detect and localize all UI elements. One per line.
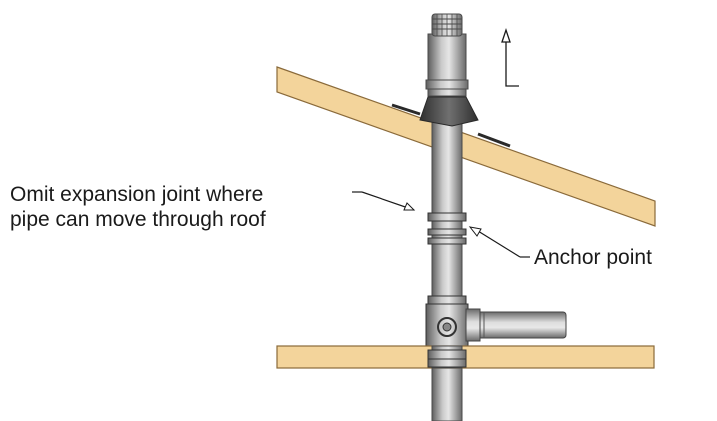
roof-flashing: [419, 96, 479, 127]
horizontal-branch-pipe: [465, 308, 567, 342]
anchor-point-leader: [468, 226, 530, 258]
pipe-collars: [427, 212, 467, 245]
anchor-point-label: Anchor point: [534, 246, 652, 269]
termination-cap: [431, 13, 463, 37]
vent-pipe: [431, 87, 463, 421]
omit-joint-leader: [352, 191, 416, 211]
omit-label-line2: pipe can move through roof: [10, 208, 266, 231]
omit-label-line1: Omit expansion joint where: [10, 183, 264, 206]
up-arrow-icon: [501, 27, 519, 87]
roof-board: [276, 66, 656, 227]
omit-expansion-joint-label: Omit expansion joint where pipe can move…: [10, 182, 266, 232]
